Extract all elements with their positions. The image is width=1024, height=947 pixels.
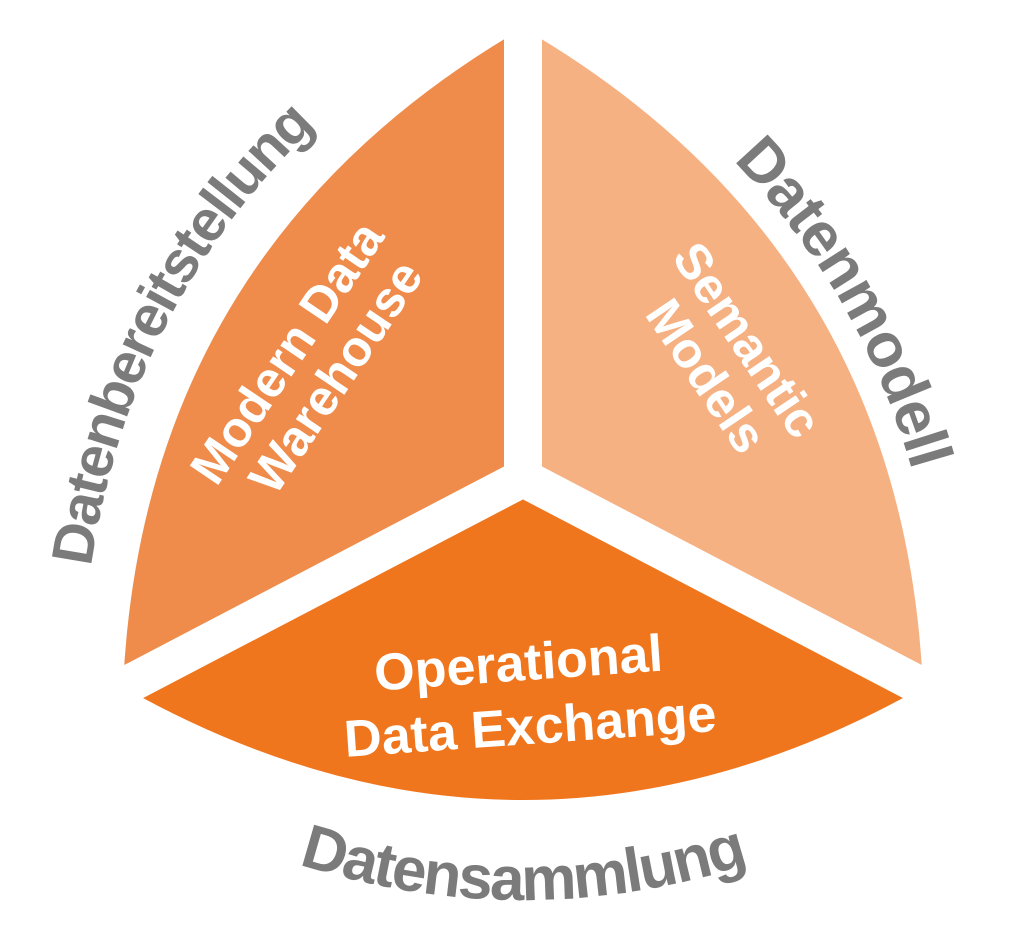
label-datensammlung: Datensammlung <box>295 812 752 915</box>
segment-operational-data-exchange <box>123 478 923 800</box>
gap-lower-right <box>514 461 993 736</box>
segment-gaps <box>53 0 993 736</box>
gap-lower-left <box>53 461 532 736</box>
label-datensammlung-text: Datensammlung <box>295 812 754 915</box>
